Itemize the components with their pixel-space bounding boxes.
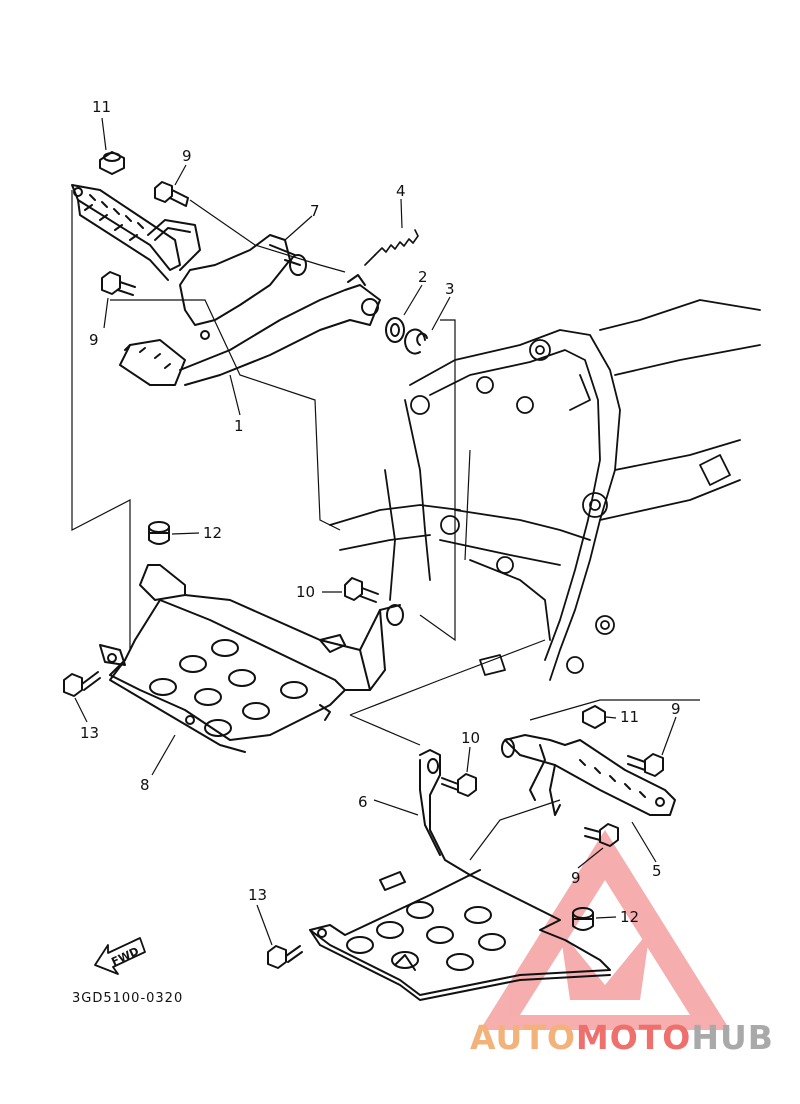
leader-lines	[71, 117, 700, 946]
callout-9-right-top: 9	[671, 700, 681, 718]
bolt-10-top	[344, 577, 379, 603]
callout-12-top: 12	[203, 524, 223, 542]
callout-9-right-lower: 9	[571, 869, 581, 887]
watermark-part-hub: HUB	[691, 1018, 774, 1057]
callout-3: 3	[445, 280, 455, 298]
callout-6: 6	[358, 793, 368, 811]
callout-4: 4	[396, 182, 406, 200]
bolt-9-right-top	[627, 753, 664, 777]
fwd-arrow-icon	[94, 937, 146, 975]
callout-1: 1	[234, 417, 244, 435]
callout-9-top: 9	[182, 147, 192, 165]
spring-4	[364, 229, 419, 266]
bolt-13-right	[267, 945, 303, 969]
callout-13-right: 13	[248, 886, 268, 904]
brake-pedal-1	[119, 274, 381, 386]
watermark-part-moto: MOTO	[575, 1018, 692, 1057]
callout-10-right: 10	[461, 729, 481, 747]
footrest-guard-8	[99, 564, 404, 753]
brake-pivot-bracket-7	[179, 234, 307, 340]
nut-11-top	[99, 151, 125, 175]
bolt-10-right	[441, 773, 477, 797]
bolt-9-left	[101, 271, 136, 296]
callout-13-left: 13	[80, 724, 100, 742]
frame-section	[329, 299, 761, 681]
nut-11-right	[582, 705, 606, 729]
callout-7: 7	[310, 202, 320, 220]
footrest-guard-6	[309, 749, 611, 1001]
left-footrest	[71, 184, 201, 281]
fwd-label: FWD	[109, 945, 141, 969]
watermark-triangle	[480, 830, 730, 1030]
callout-12-right: 12	[620, 908, 640, 926]
watermark-logo: AUTOMOTOHUB	[470, 1021, 774, 1054]
right-footrest-5	[501, 734, 676, 816]
bolt-9-right-lower	[584, 823, 619, 847]
callout-2: 2	[418, 268, 428, 286]
callout-11-right: 11	[620, 708, 640, 726]
rubber-damper-12-top	[148, 521, 170, 545]
callout-5: 5	[652, 862, 662, 880]
callout-11-top: 11	[92, 98, 112, 116]
callout-8: 8	[140, 776, 150, 794]
callout-10-top: 10	[296, 583, 316, 601]
diagram-code: 3GD5100-0320	[72, 991, 184, 1006]
washer-2	[385, 317, 405, 343]
rubber-damper-12-right	[572, 907, 594, 931]
clip-3	[404, 328, 428, 355]
bolt-9-top	[154, 181, 189, 207]
bolt-13-left	[63, 671, 101, 697]
callout-9-left: 9	[89, 331, 99, 349]
watermark-part-auto: AUTO	[470, 1018, 576, 1057]
